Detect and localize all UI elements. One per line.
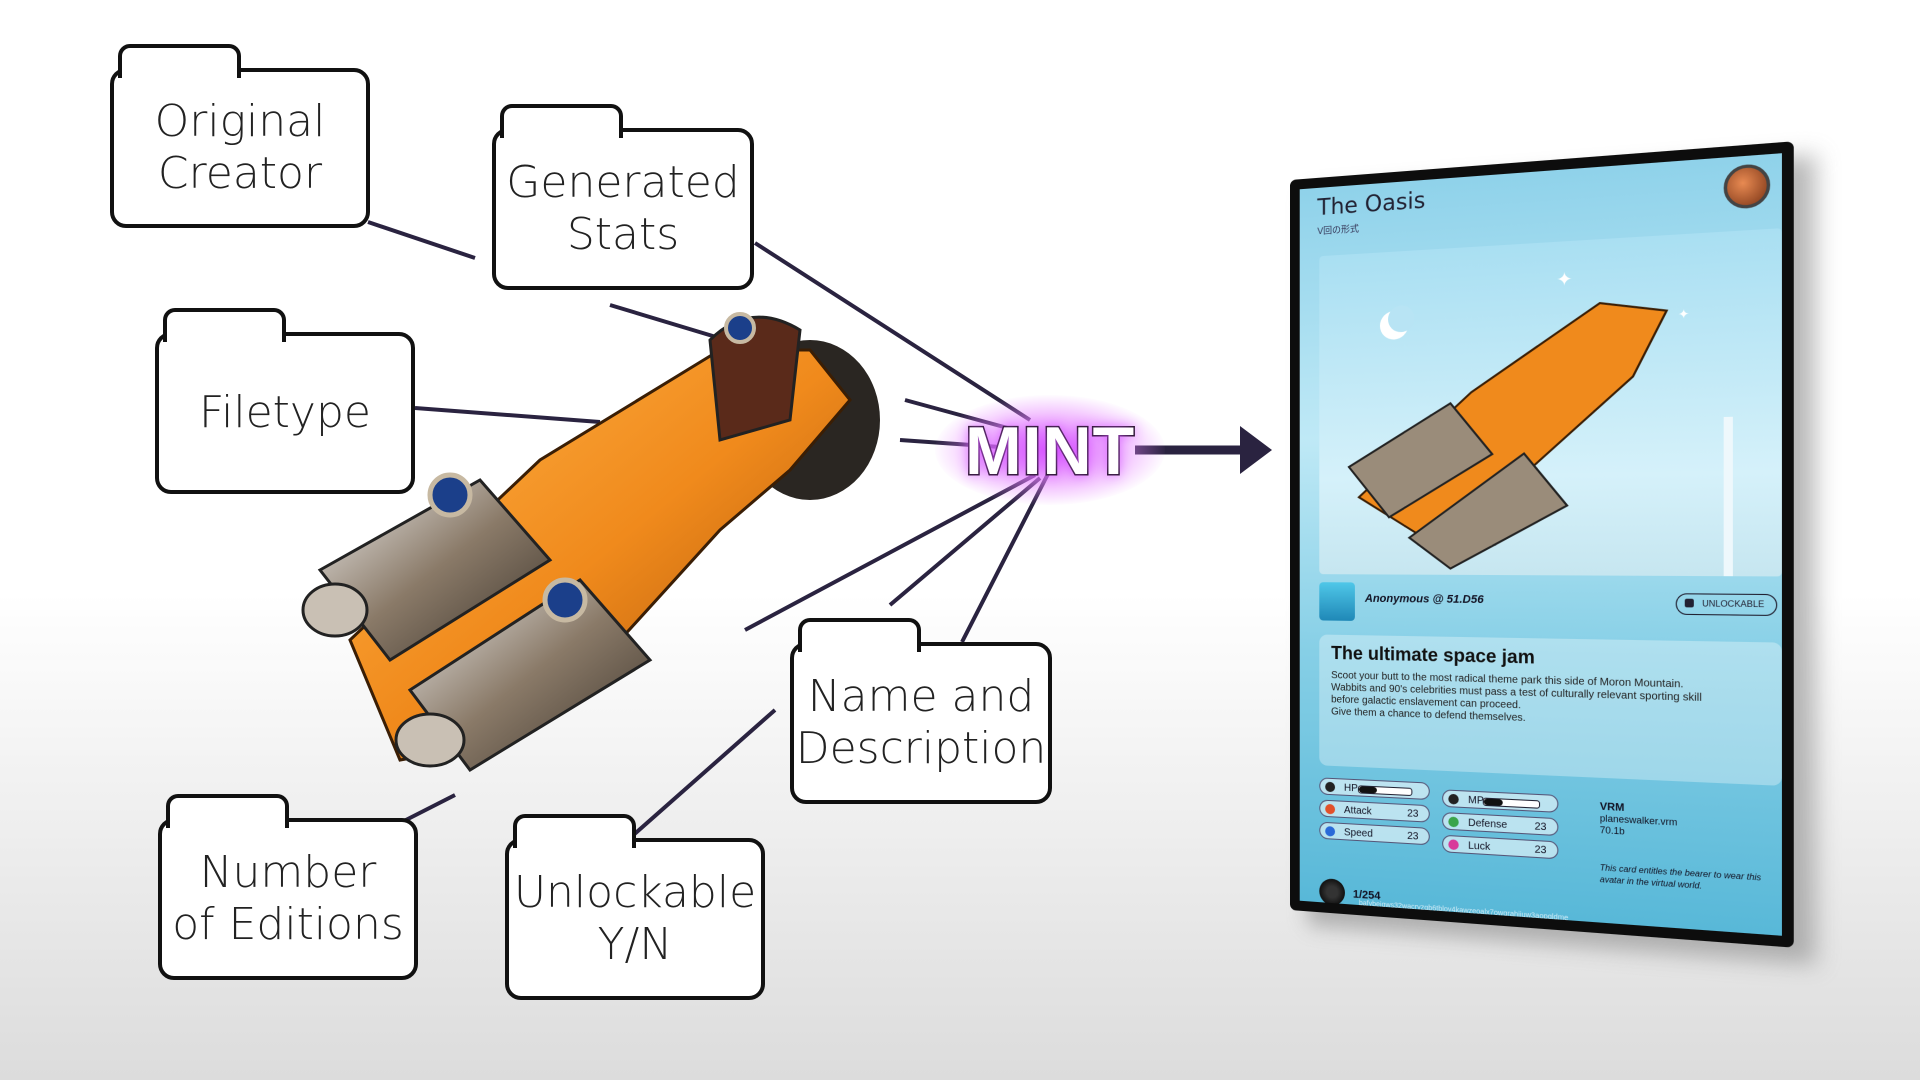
description-title: The ultimate space jam bbox=[1331, 642, 1535, 668]
attack-icon bbox=[1325, 803, 1336, 815]
stat-attack-value: 23 bbox=[1407, 808, 1419, 821]
speed-icon bbox=[1325, 826, 1336, 837]
vehicle-porthole-3 bbox=[724, 312, 756, 344]
mp-bar-fill bbox=[1483, 798, 1503, 806]
heart-icon bbox=[1325, 781, 1336, 793]
connector-original-creator bbox=[367, 220, 476, 260]
label-name-and-description: Name and Description bbox=[795, 671, 1047, 774]
card-type-badge-icon bbox=[1723, 162, 1771, 210]
stat-defense-label: Defense bbox=[1468, 817, 1508, 832]
author-avatar bbox=[1319, 582, 1355, 621]
label-number-of-editions: Number of Editions bbox=[172, 847, 404, 950]
stat-luck-value: 23 bbox=[1534, 844, 1547, 857]
description-panel: The ultimate space jam Scoot your butt t… bbox=[1319, 634, 1782, 786]
star-icon: ✦ bbox=[1678, 306, 1690, 322]
lock-icon bbox=[1684, 598, 1695, 608]
folder-filetype: Filetype bbox=[155, 308, 415, 494]
potion-icon bbox=[1448, 793, 1459, 805]
folder-name-and-description: Name and Description bbox=[790, 618, 1052, 804]
connector-stats-mint bbox=[753, 241, 1032, 422]
stat-attack: Attack 23 bbox=[1319, 799, 1430, 823]
label-unlockable: Unlockable Y/N bbox=[513, 867, 757, 970]
mp-bar bbox=[1482, 797, 1541, 809]
nft-card: The Oasis V回の形式 ✦ ✦ Anonymous @ 51.D56 U… bbox=[1290, 140, 1816, 965]
stat-defense: Defense 23 bbox=[1442, 812, 1559, 837]
vehicle-nozzle-bottom bbox=[394, 712, 466, 768]
editions-icon bbox=[1319, 877, 1345, 907]
folder-original-creator: Original Creator bbox=[110, 44, 370, 228]
stat-speed: Speed 23 bbox=[1319, 821, 1430, 846]
folder-generated-stats: Generated Stats bbox=[492, 104, 754, 290]
card-subtitle: V回の形式 bbox=[1317, 223, 1359, 237]
vehicle-nozzle-top bbox=[301, 582, 369, 638]
stat-luck: Luck 23 bbox=[1442, 834, 1559, 860]
stat-hp: HP bbox=[1319, 777, 1430, 801]
mint-glow bbox=[935, 395, 1165, 505]
folder-number-of-editions: Number of Editions bbox=[158, 794, 418, 980]
label-original-creator: Original Creator bbox=[154, 96, 326, 199]
stat-mp: MP bbox=[1442, 789, 1559, 813]
spire-icon bbox=[1723, 416, 1733, 577]
hp-bar bbox=[1357, 785, 1413, 797]
author-name: Anonymous @ 51.D56 bbox=[1364, 592, 1484, 607]
vrm-note: This card entitles the bearer to wear th… bbox=[1599, 862, 1762, 891]
stat-defense-value: 23 bbox=[1534, 821, 1547, 834]
shield-icon bbox=[1448, 816, 1459, 828]
unlockable-badge: UNLOCKABLE bbox=[1675, 593, 1778, 617]
mint-arrow-head bbox=[1240, 426, 1272, 474]
star-icon: ✦ bbox=[1556, 268, 1572, 290]
hp-bar-fill bbox=[1358, 786, 1378, 794]
stat-speed-value: 23 bbox=[1407, 830, 1419, 843]
connector-generated-stats bbox=[609, 303, 727, 342]
stat-mp-label: MP bbox=[1468, 794, 1484, 807]
hover-vehicle-image bbox=[301, 312, 880, 772]
stat-hp-label: HP bbox=[1343, 782, 1358, 795]
vehicle-thruster-top bbox=[317, 478, 553, 662]
connector-mint-3 bbox=[744, 473, 1036, 632]
folder-unlockable: Unlockable Y/N bbox=[505, 814, 765, 1000]
connector-number-editions bbox=[399, 793, 456, 825]
author-row: Anonymous @ 51.D56 UNLOCKABLE bbox=[1319, 582, 1782, 629]
label-filetype: Filetype bbox=[199, 387, 371, 439]
unlockable-badge-label: UNLOCKABLE bbox=[1702, 598, 1765, 610]
connector-filetype bbox=[414, 406, 601, 424]
stats-panel: HP MP Attack 23 Defense 23 Speed 2 bbox=[1319, 777, 1589, 896]
label-generated-stats: Generated Stats bbox=[506, 157, 740, 260]
card-body: The Oasis V回の形式 ✦ ✦ Anonymous @ 51.D56 U… bbox=[1290, 141, 1794, 948]
vehicle-porthole-1 bbox=[427, 472, 473, 518]
stat-luck-label: Luck bbox=[1468, 840, 1491, 854]
stat-speed-label: Speed bbox=[1343, 827, 1373, 840]
mint-label: MINT bbox=[963, 412, 1136, 491]
vrm-block: VRM planeswalker.vrm 70.1b This card ent… bbox=[1600, 801, 1782, 897]
card-artwork: ✦ ✦ bbox=[1319, 228, 1782, 577]
vehicle-porthole-2 bbox=[542, 577, 588, 623]
connector-unlockable bbox=[628, 708, 777, 840]
luck-icon bbox=[1448, 839, 1459, 851]
stat-attack-label: Attack bbox=[1343, 804, 1372, 818]
card-title: The Oasis bbox=[1317, 188, 1426, 222]
vehicle-seat bbox=[708, 315, 802, 442]
